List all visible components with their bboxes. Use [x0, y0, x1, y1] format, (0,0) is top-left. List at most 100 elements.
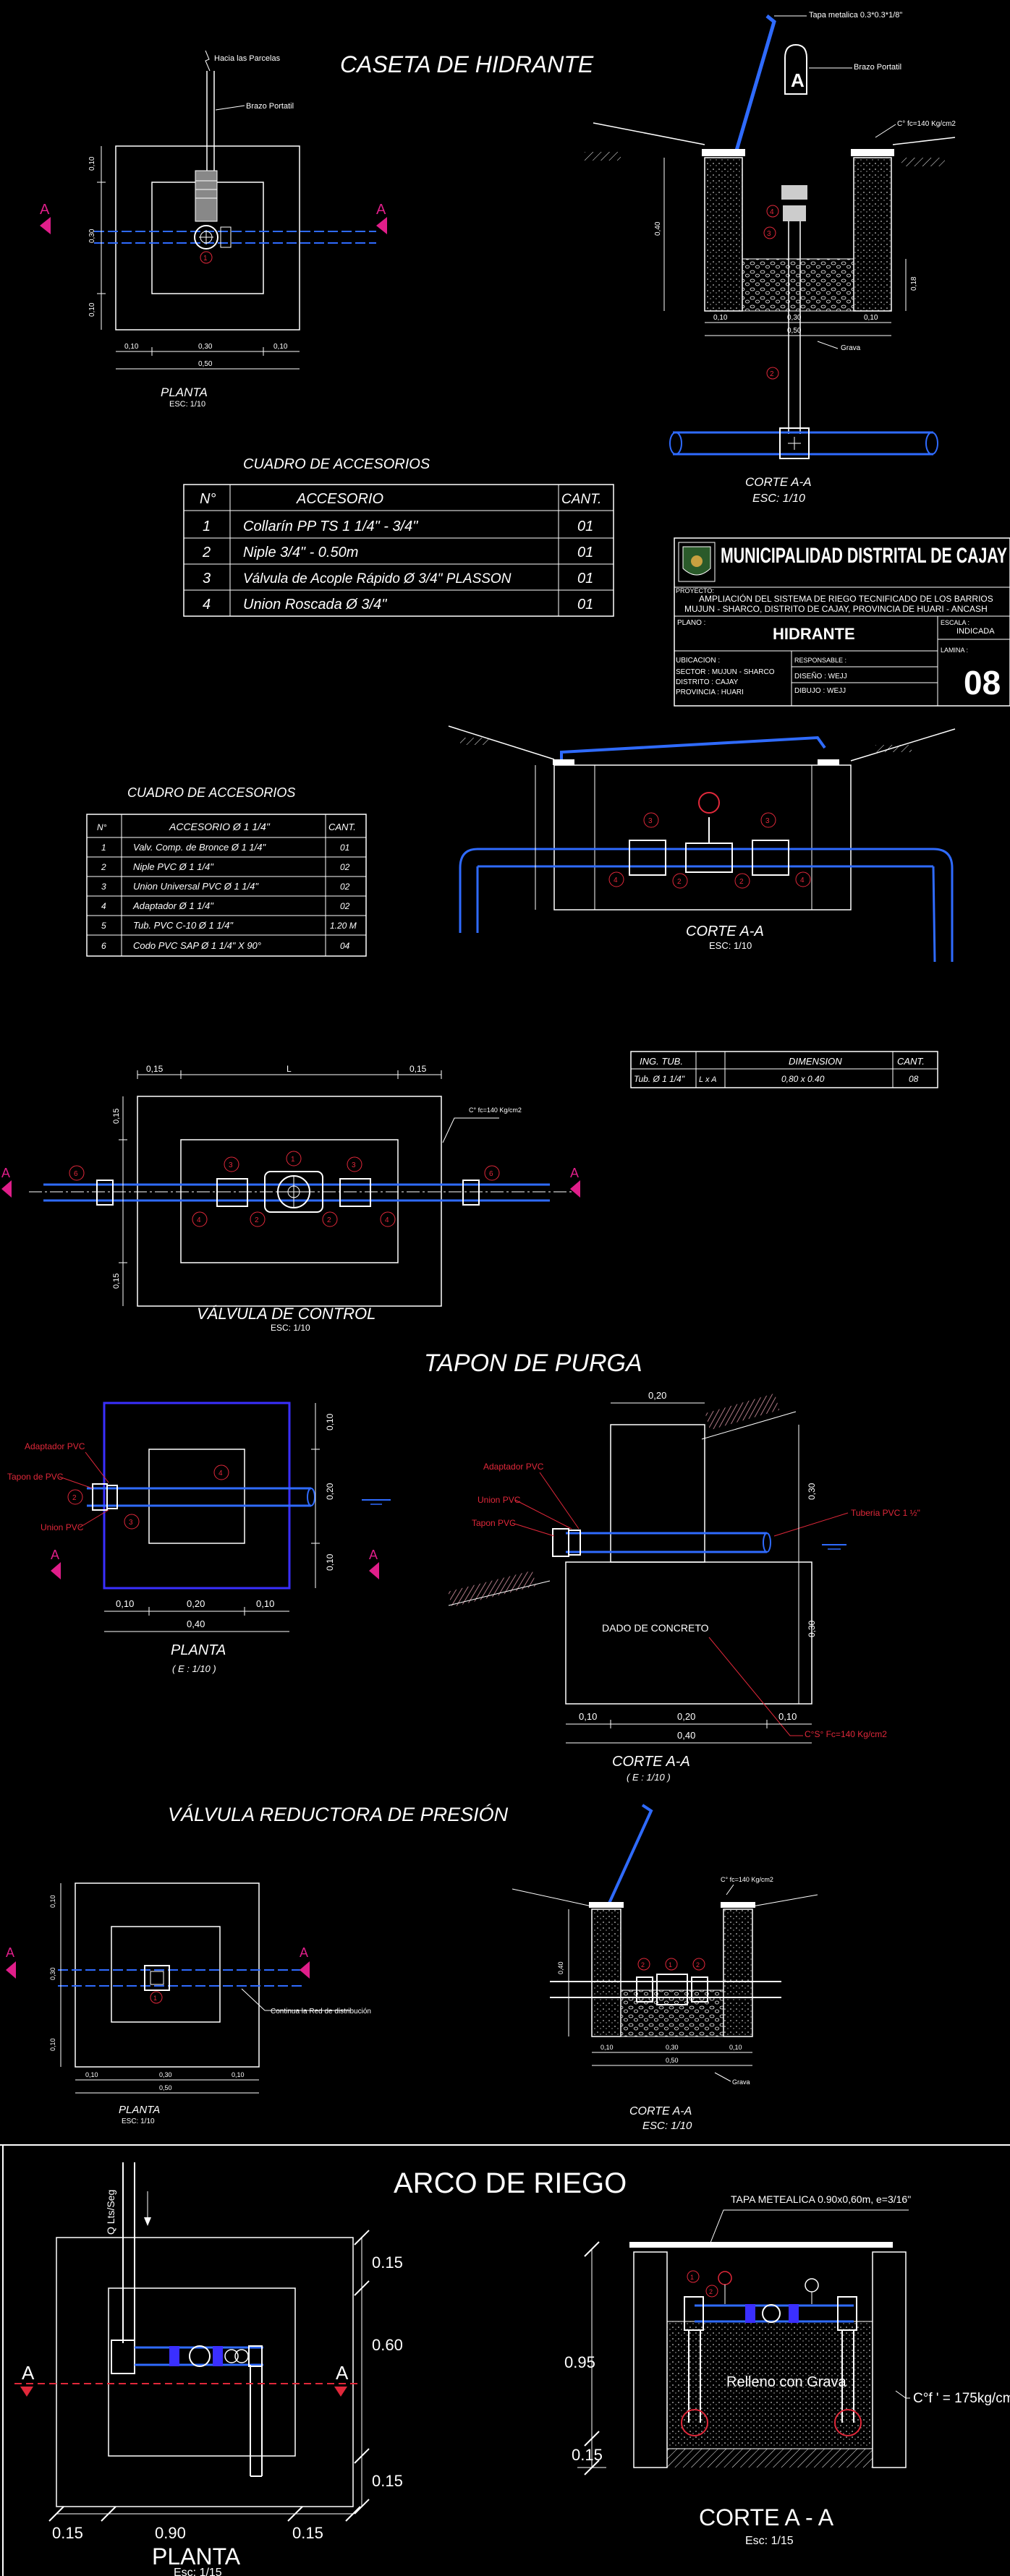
- svg-text:0,20: 0,20: [325, 1483, 335, 1500]
- title-tapon: TAPON DE PURGA: [424, 1349, 642, 1377]
- valvula-control-planta: 0,15 L 0,15 C° fc=140 Kg/cm2 1 3 3 4 4 2…: [1, 1064, 580, 1333]
- cuadro2-title: CUADRO DE ACCESORIOS: [127, 785, 295, 800]
- valvula-corte: 3 3 4 4 2 2 CORTE A-A ESC: 1/10: [448, 725, 956, 963]
- svg-text:A: A: [22, 2362, 35, 2384]
- title-caseta: CASETA DE HIDRANTE: [340, 51, 594, 77]
- cuadro1-h1: ACCESORIO: [296, 491, 383, 507]
- svg-text:3: 3: [203, 571, 211, 587]
- cuadro1-h0: N°: [200, 491, 216, 507]
- svg-text:3: 3: [765, 817, 770, 825]
- svg-text:0,10: 0,10: [273, 343, 288, 351]
- label-relleno: Relleno con Grava: [726, 2374, 847, 2390]
- tc-label-tapon: Tapon PVC: [472, 1518, 516, 1528]
- label-concreto-vrp: C° fc=140 Kg/cm2: [721, 1876, 773, 1883]
- svg-text:0,30: 0,30: [787, 314, 802, 322]
- svg-text:ING. TUB.: ING. TUB.: [640, 1056, 683, 1067]
- svg-text:A: A: [51, 1548, 59, 1562]
- label-q-lts: Q Lts/Seg: [105, 2190, 116, 2235]
- svg-text:0,30: 0,30: [159, 2071, 172, 2078]
- label-grava-vrp: Grava: [732, 2078, 750, 2086]
- svg-text:0.15: 0.15: [292, 2524, 323, 2542]
- svg-text:01: 01: [577, 545, 593, 560]
- svg-text:0.95: 0.95: [564, 2353, 595, 2371]
- vrp-planta-scale: ESC: 1/10: [122, 2117, 155, 2125]
- label-tapa-arco: TAPA METEALICA 0.90x0,60m, e=3/16": [731, 2193, 911, 2205]
- svg-text:0.15: 0.15: [572, 2446, 603, 2464]
- svg-text:Niple 3/4" - 0.50m: Niple 3/4" - 0.50m: [243, 545, 358, 560]
- svg-text:A: A: [369, 1548, 378, 1562]
- tp-label-adaptador: Adaptador PVC: [25, 1441, 85, 1451]
- svg-text:4: 4: [770, 208, 774, 216]
- arco-planta-scale: Esc: 1/15: [174, 2567, 222, 2576]
- arco-corte-scale: Esc: 1/15: [745, 2535, 794, 2547]
- svg-text:2: 2: [709, 2288, 713, 2295]
- cuadro-tuberia: ING. TUB. DIMENSION CANT. Tub. Ø 1 1/4" …: [630, 1051, 938, 1088]
- svg-text:6: 6: [101, 941, 106, 951]
- svg-text:0,10: 0,10: [601, 2044, 614, 2051]
- caseta-corte-title: CORTE A-A: [745, 475, 812, 489]
- tc-label-adaptador: Adaptador PVC: [483, 1462, 544, 1472]
- title-arco: ARCO DE RIEGO: [394, 2167, 627, 2199]
- svg-text:6: 6: [489, 1170, 493, 1178]
- svg-text:A: A: [570, 1166, 579, 1180]
- tapon-planta-title: PLANTA: [171, 1642, 226, 1658]
- label-cfc140-tapon: C°S° Fc=140 Kg/cm2: [805, 1729, 887, 1739]
- svg-text:4: 4: [203, 597, 211, 613]
- svg-text:1.20 M: 1.20 M: [330, 921, 357, 931]
- svg-text:Niple PVC Ø 1 1/4": Niple PVC Ø 1 1/4": [133, 861, 214, 872]
- caseta-planta: Hacia las Parcelas Brazo Portatil 1 A A …: [40, 50, 387, 409]
- caseta-planta-title: PLANTA: [161, 385, 208, 399]
- svg-text:PROVINCIA : HUARI: PROVINCIA : HUARI: [676, 688, 744, 696]
- vrp-planta: 1 Continua la Red de distribución A A 0,…: [6, 1882, 371, 2125]
- title-block: MUNICIPALIDAD DISTRITAL DE CAJAY PROYECT…: [674, 537, 1010, 707]
- svg-text:3: 3: [101, 882, 106, 892]
- svg-text:0.60: 0.60: [372, 2336, 403, 2354]
- svg-text:0,10: 0,10: [49, 1895, 56, 1908]
- svg-text:Union Roscada Ø 3/4": Union Roscada Ø 3/4": [243, 597, 387, 613]
- svg-text:1: 1: [690, 2274, 694, 2281]
- svg-text:0,15: 0,15: [112, 1274, 121, 1289]
- svg-text:RESPONSABLE :: RESPONSABLE :: [794, 657, 846, 664]
- svg-text:2: 2: [739, 878, 744, 886]
- vrp-planta-title: PLANTA: [119, 2104, 160, 2116]
- label-tapa-metalica: Tapa metalica 0.3*0.3*1/8": [809, 11, 902, 20]
- svg-text:01: 01: [577, 519, 593, 534]
- svg-text:02: 02: [340, 882, 350, 892]
- svg-text:0,80 x 0.40: 0,80 x 0.40: [781, 1074, 825, 1084]
- svg-text:0,40: 0,40: [187, 1618, 205, 1629]
- svg-text:2: 2: [327, 1216, 331, 1224]
- label-dado: DADO DE CONCRETO: [602, 1622, 709, 1634]
- svg-text:6: 6: [74, 1170, 78, 1178]
- svg-text:0,15: 0,15: [409, 1064, 427, 1074]
- svg-text:L: L: [287, 1064, 292, 1074]
- cartela-plano: HIDRANTE: [773, 625, 855, 643]
- svg-text:0,50: 0,50: [787, 327, 802, 335]
- svg-text:3: 3: [648, 817, 653, 825]
- svg-text:Tub. Ø 1 1/4": Tub. Ø 1 1/4": [634, 1074, 685, 1084]
- svg-text:4: 4: [197, 1216, 201, 1224]
- svg-text:0,10: 0,10: [325, 1413, 335, 1430]
- label-continua: Continua la Red de distribución: [271, 2008, 371, 2016]
- tapon-corte-scale: ( E : 1/10 ): [627, 1772, 671, 1783]
- svg-text:4: 4: [800, 877, 805, 884]
- svg-text:0,30: 0,30: [49, 1967, 56, 1980]
- svg-text:04: 04: [340, 941, 350, 951]
- svg-text:0,30: 0,30: [807, 1483, 817, 1500]
- svg-text:3: 3: [129, 1519, 133, 1527]
- label-grava-caseta: Grava: [841, 344, 861, 352]
- label-cfc175: C°f ' = 175kg/cm2: [913, 2391, 1010, 2406]
- svg-text:LAMINA :: LAMINA :: [941, 647, 968, 654]
- svg-text:0,30: 0,30: [807, 1620, 817, 1637]
- svg-text:0,10: 0,10: [116, 1598, 134, 1609]
- vrp-corte: C° fc=140 Kg/cm2 2 1 2 0,40 0,10 0,30 0,…: [512, 1804, 818, 2132]
- arco-planta-title: PLANTA: [152, 2543, 241, 2569]
- tapon-corte: Adaptador PVC Union PVC Tapon PVC Tuberi…: [448, 1390, 920, 1783]
- svg-text:CANT.: CANT.: [328, 822, 356, 832]
- caseta-corte-scale: ESC: 1/10: [752, 492, 805, 505]
- svg-text:CANT.: CANT.: [897, 1056, 925, 1067]
- svg-text:1: 1: [291, 1156, 295, 1164]
- arco-planta: Q Lts/Seg A A 0.15 0.60 0.15 0.15 0.9: [14, 2162, 403, 2576]
- title-vrp: VÁLVULA REDUCTORA DE PRESIÓN: [168, 1803, 509, 1825]
- cartela-lamina: 08: [964, 664, 1001, 701]
